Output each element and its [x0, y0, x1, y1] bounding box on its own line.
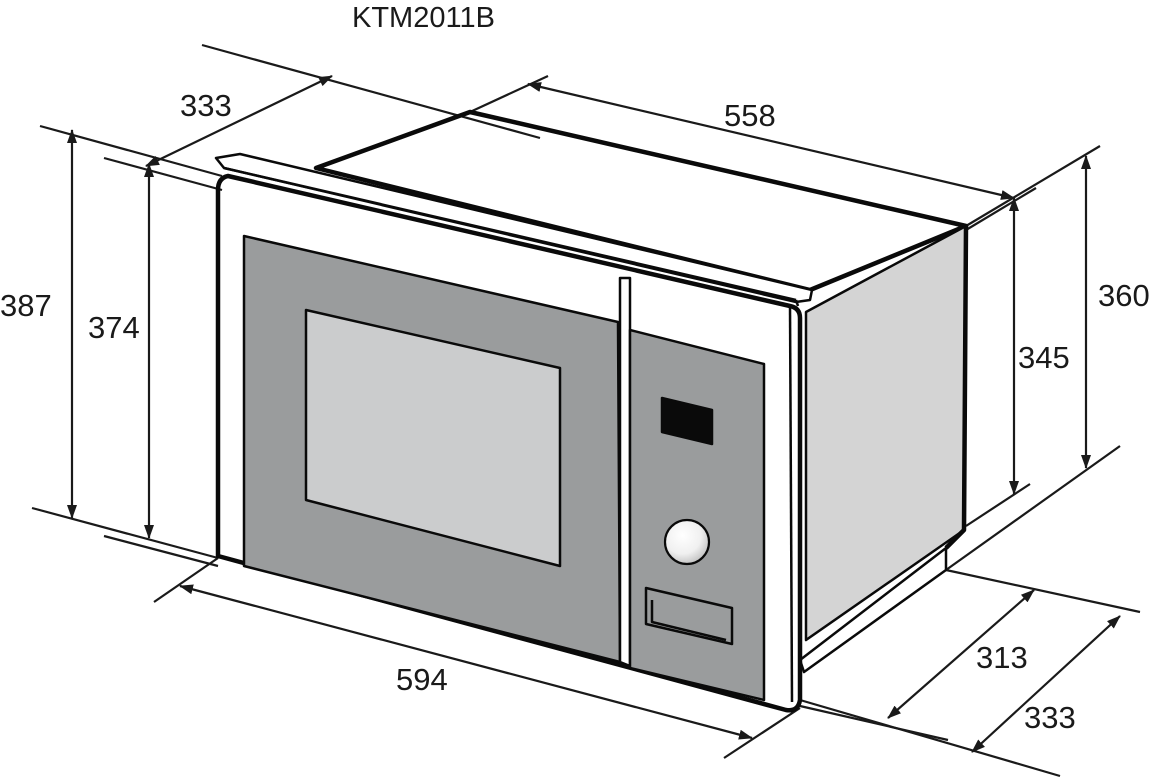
- model-title: KTM2011B: [352, 2, 495, 34]
- dim-arrow-313: [887, 589, 1035, 719]
- door-window: [304, 308, 562, 568]
- dim-label-594: 594: [396, 662, 448, 697]
- dim-label-360: 360: [1098, 278, 1150, 313]
- dim-arrow-558: [527, 82, 1015, 200]
- dim-label-333-top: 333: [180, 88, 232, 123]
- microwave-body: [214, 109, 969, 713]
- dim-arrow-333-top: [145, 75, 333, 167]
- body-base: [798, 546, 948, 674]
- dim-label-313: 313: [976, 640, 1028, 675]
- panel-divider: [618, 276, 632, 668]
- dim-arrow-594: [179, 584, 753, 740]
- extension-lines: [31, 43, 1141, 778]
- dim-label-387: 387: [0, 288, 52, 323]
- dim-label-558: 558: [724, 98, 776, 133]
- dim-label-374: 374: [88, 310, 140, 345]
- body-side-face: [804, 224, 968, 642]
- door-open-button: [644, 586, 734, 646]
- control-knob: [663, 518, 711, 566]
- control-panel: [628, 328, 766, 702]
- dim-label-333-bottom: 333: [1024, 700, 1076, 735]
- dim-label-345: 345: [1018, 340, 1070, 375]
- dim-arrow-333-bottom: [971, 615, 1121, 753]
- display-screen: [660, 396, 714, 446]
- dimension-arrows: [67, 75, 1121, 753]
- front-frame: [215, 173, 803, 713]
